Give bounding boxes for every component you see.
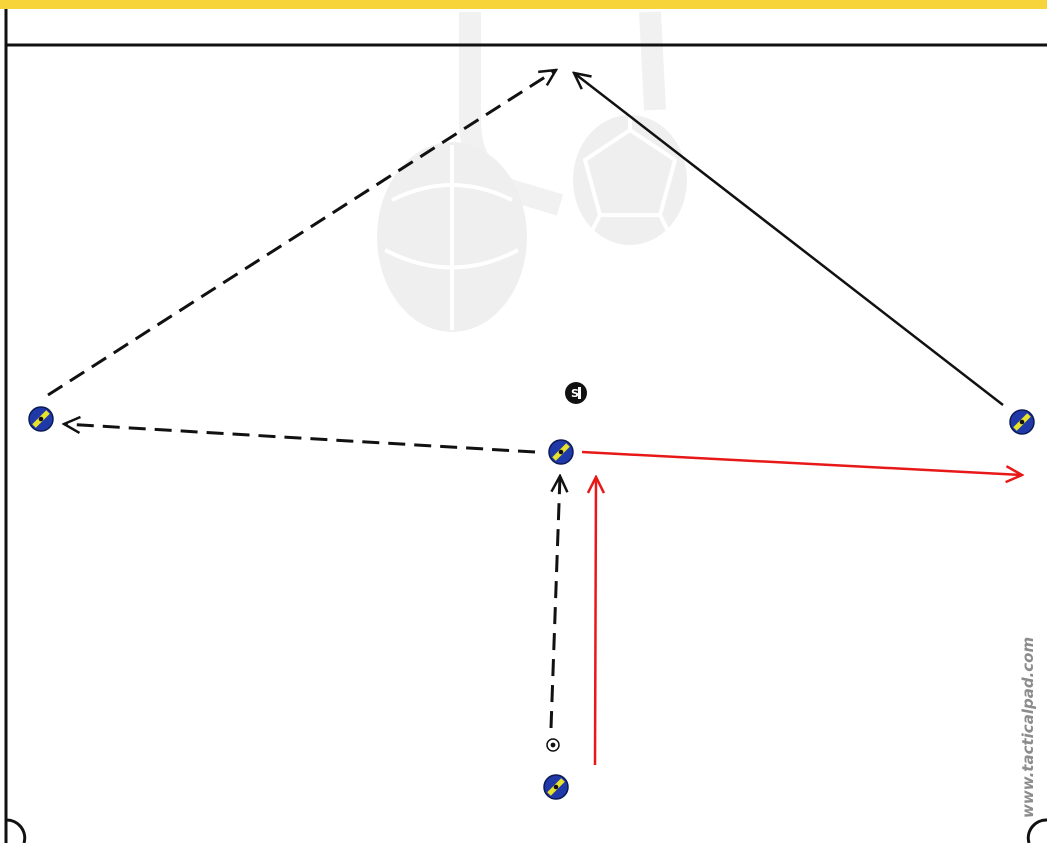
- run-arrow-bottom-to-center: [595, 477, 596, 766]
- pass-arrow-center-to-left: [64, 424, 536, 454]
- player-token-icon[interactable]: [1009, 409, 1035, 435]
- run-arrow-center-to-right: [581, 450, 1022, 475]
- soccer-ball-icon[interactable]: [546, 738, 560, 752]
- pass-arrow-bottom-to-center: [549, 476, 560, 729]
- player-token-icon[interactable]: [543, 774, 569, 800]
- top-band: [0, 0, 1047, 9]
- coach-label: S: [571, 387, 579, 400]
- tacticalpad-logo-icon: [377, 11, 687, 332]
- field-lines: [4, 9, 1047, 843]
- players-layer: [28, 406, 1035, 800]
- run-arrow-right-to-top: [574, 73, 1004, 406]
- corner-arc-right: [1026, 818, 1047, 843]
- player-token-icon[interactable]: [548, 439, 574, 465]
- watermark-text: www.tacticalpad.com: [1019, 637, 1037, 818]
- pass-arrow-left-to-top: [47, 70, 556, 397]
- player-token-icon[interactable]: [28, 406, 54, 432]
- corner-arc-left: [5, 818, 27, 843]
- arrows-layer: [47, 70, 1022, 766]
- coach-marker-icon[interactable]: S: [565, 382, 587, 404]
